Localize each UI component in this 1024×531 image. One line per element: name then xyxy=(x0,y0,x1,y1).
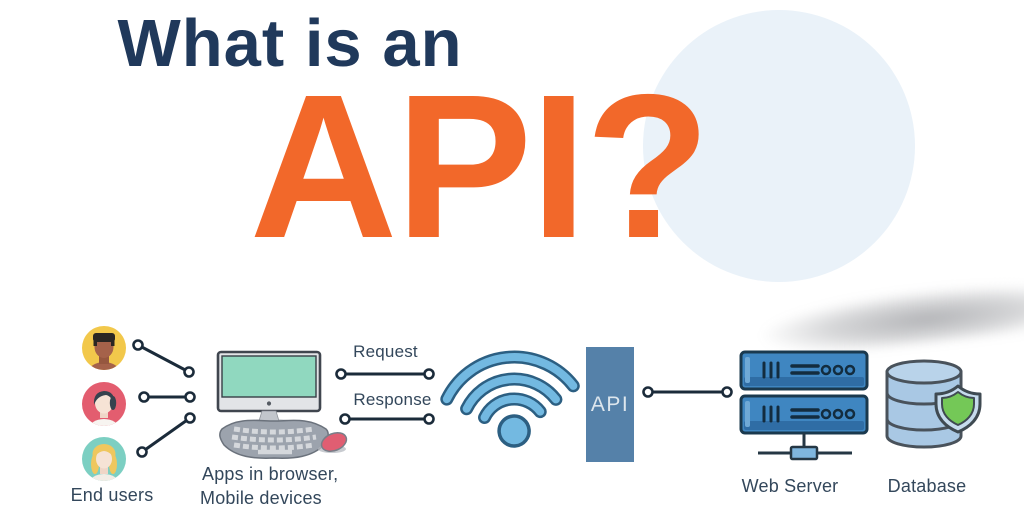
woman-blonde-avatar-icon xyxy=(82,437,126,481)
page-title-line2: API? xyxy=(249,52,711,281)
shield-icon xyxy=(934,384,982,434)
database-icon xyxy=(885,359,982,449)
man-avatar-icon xyxy=(82,326,126,370)
decorative-circle xyxy=(643,10,915,282)
web-server-label: Web Server xyxy=(741,476,839,496)
end-users-label: End users xyxy=(70,485,154,505)
desktop-computer-icon xyxy=(216,350,348,459)
request-label: Request xyxy=(353,342,418,361)
api-box: API xyxy=(586,347,634,462)
keyboard-icon xyxy=(219,419,329,459)
server-network-link xyxy=(758,433,852,461)
database-label: Database xyxy=(887,476,967,496)
woman-dark-hair-avatar-icon xyxy=(82,382,126,426)
connector-lines xyxy=(136,343,729,454)
connector-dots xyxy=(132,339,733,458)
server-icon xyxy=(739,350,869,461)
wifi-icon xyxy=(440,350,580,448)
apps-label-line2: Mobile devices xyxy=(200,488,322,508)
mouse-icon xyxy=(318,431,348,453)
response-label: Response xyxy=(353,390,432,409)
page-title-line1: What is an xyxy=(117,6,463,81)
api-label: API xyxy=(590,392,630,416)
apps-label-line1: Apps in browser, xyxy=(202,464,339,484)
